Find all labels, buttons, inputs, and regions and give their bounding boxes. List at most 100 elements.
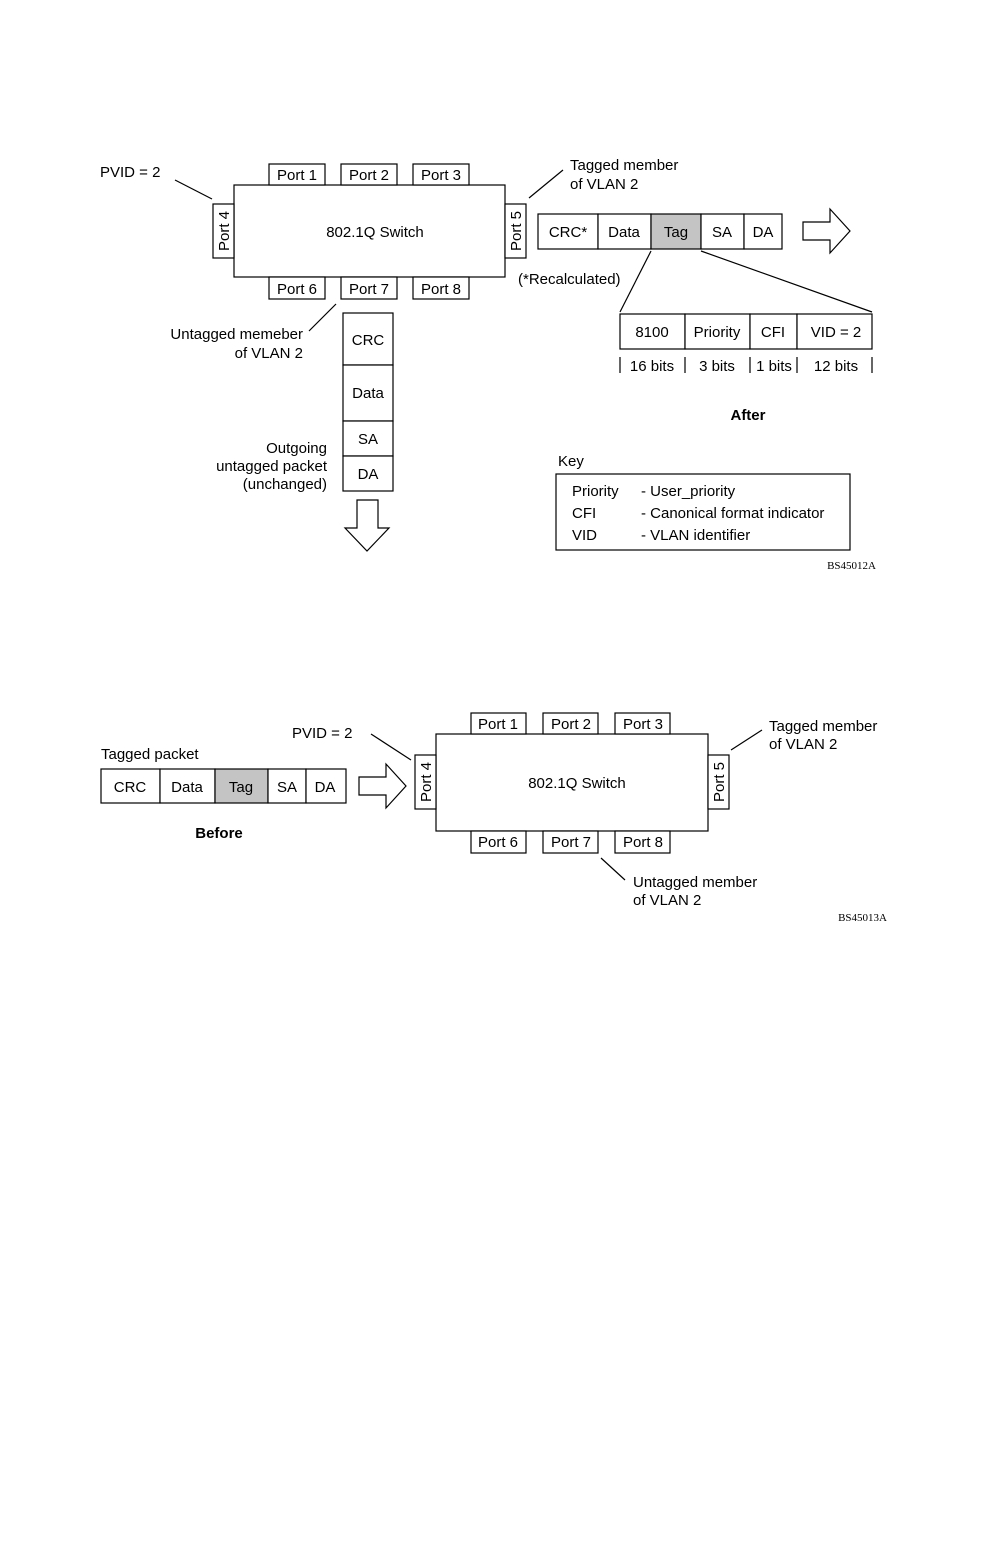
tag-bits: 16 bits 3 bits 1 bits 12 bits [619,357,873,375]
key-term-priority: Priority [572,483,619,500]
port-6: Port 6 [268,276,326,300]
field-data: Data [608,224,640,241]
untagged-member-line2: of VLAN 2 [235,345,303,362]
port-5-b: Port 5 [707,754,730,810]
before-field-data: Data [171,779,203,796]
tag-field-priority: Priority [694,324,741,341]
port-4-b-label: Port 4 [418,762,435,802]
port-6-b-label: Port 6 [478,834,518,851]
untagged-member-b-line2: of VLAN 2 [633,892,701,909]
port-6-label: Port 6 [277,281,317,298]
before-field-da: DA [315,779,336,796]
bits-1: 1 bits [756,358,792,375]
port-1-b-label: Port 1 [478,716,518,733]
untagged-field-da: DA [358,466,379,483]
pvid-leader-line [174,179,213,200]
figure-before: Tagged packet CRC Data Tag SA DA Before … [100,712,887,924]
tag-expand-line-left [619,250,652,313]
before-label: Before [195,825,243,842]
bits-3: 3 bits [699,358,735,375]
tag-fields: 8100 Priority CFI VID = 2 [619,313,873,350]
switch-label: 802.1Q Switch [326,224,424,241]
tagged-packet-after: CRC* Data Tag SA DA [537,213,783,250]
untagged-member-b-leader-line [600,857,626,881]
tagged-packet-label: Tagged packet [101,746,199,763]
port-7-label: Port 7 [349,281,389,298]
outgoing-line3: (unchanged) [243,476,327,493]
port-7-b-label: Port 7 [551,834,591,851]
bits-12: 12 bits [814,358,858,375]
port-1-b: Port 1 [470,712,527,735]
untagged-member-leader-line [308,303,337,332]
pvid-leader-line-2 [370,733,412,761]
port-5: Port 5 [504,203,527,259]
key-desc-vid: - VLAN identifier [641,527,750,544]
key-box [555,473,851,551]
figure-after: PVID = 2 802.1Q Switch Port 1 Port 2 Por… [100,157,876,572]
untagged-member-line1: Untagged memeber [170,326,303,343]
port-8-label: Port 8 [421,281,461,298]
port-7-b: Port 7 [542,830,599,854]
before-field-tag: Tag [229,779,253,796]
port-2-label: Port 2 [349,167,389,184]
recalculated-note: (*Recalculated) [518,271,621,288]
port-4-b: Port 4 [414,754,437,810]
port-3-b: Port 3 [614,712,671,735]
port-3-label: Port 3 [421,167,461,184]
outgoing-line2: untagged packet [216,458,328,475]
untagged-field-crc: CRC [352,332,385,349]
field-tag: Tag [664,224,688,241]
key-term-cfi: CFI [572,505,596,522]
tagged-member-line1: Tagged member [570,157,678,174]
port-4: Port 4 [212,203,235,259]
field-da: DA [753,224,774,241]
tagged-member-b-line2: of VLAN 2 [769,736,837,753]
tag-field-cfi: CFI [761,324,785,341]
figure-id-2: BS45013A [838,912,887,924]
port-2-b-label: Port 2 [551,716,591,733]
port-1: Port 1 [268,163,326,186]
tagged-member-line2: of VLAN 2 [570,176,638,193]
figure-id-1: BS45012A [827,560,876,572]
right-arrow-icon [358,762,407,810]
before-field-sa: SA [277,779,297,796]
untagged-packet: CRC Data SA DA [342,312,394,492]
port-8: Port 8 [412,276,470,300]
down-arrow-icon [343,499,391,552]
port-4-label: Port 4 [216,211,233,251]
switch-box [233,184,506,278]
tagged-member-leader-line [528,169,564,199]
tag-field-8100: 8100 [635,324,668,341]
port-5-label: Port 5 [508,211,525,251]
right-arrow-icon [802,207,851,255]
port-3: Port 3 [412,163,470,186]
port-6-b: Port 6 [470,830,527,854]
outgoing-line1: Outgoing [266,440,327,457]
tagged-member-b-line1: Tagged member [769,718,877,735]
before-field-crc: CRC [114,779,147,796]
after-label: After [730,407,765,424]
port-2-b: Port 2 [542,712,599,735]
tagged-member-b-leader-line [730,729,763,751]
field-crc: CRC* [549,224,587,241]
pvid-label: PVID = 2 [100,164,160,181]
port-1-label: Port 1 [277,167,317,184]
untagged-field-data: Data [352,385,384,402]
key-title: Key [558,453,584,470]
key-desc-priority: - User_priority [641,483,736,500]
field-sa: SA [712,224,732,241]
bits-16: 16 bits [630,358,674,375]
tag-expand-line-right [700,250,873,313]
port-7: Port 7 [340,276,398,300]
untagged-field-sa: SA [358,431,378,448]
port-8-b: Port 8 [614,830,671,854]
untagged-member-b-line1: Untagged member [633,874,757,891]
port-8-b-label: Port 8 [623,834,663,851]
tag-field-vid: VID = 2 [811,324,861,341]
port-5-b-label: Port 5 [711,762,728,802]
tagged-packet-before: CRC Data Tag SA DA [100,768,347,804]
switch-label-2: 802.1Q Switch [528,775,626,792]
pvid-label-2: PVID = 2 [292,725,352,742]
port-3-b-label: Port 3 [623,716,663,733]
